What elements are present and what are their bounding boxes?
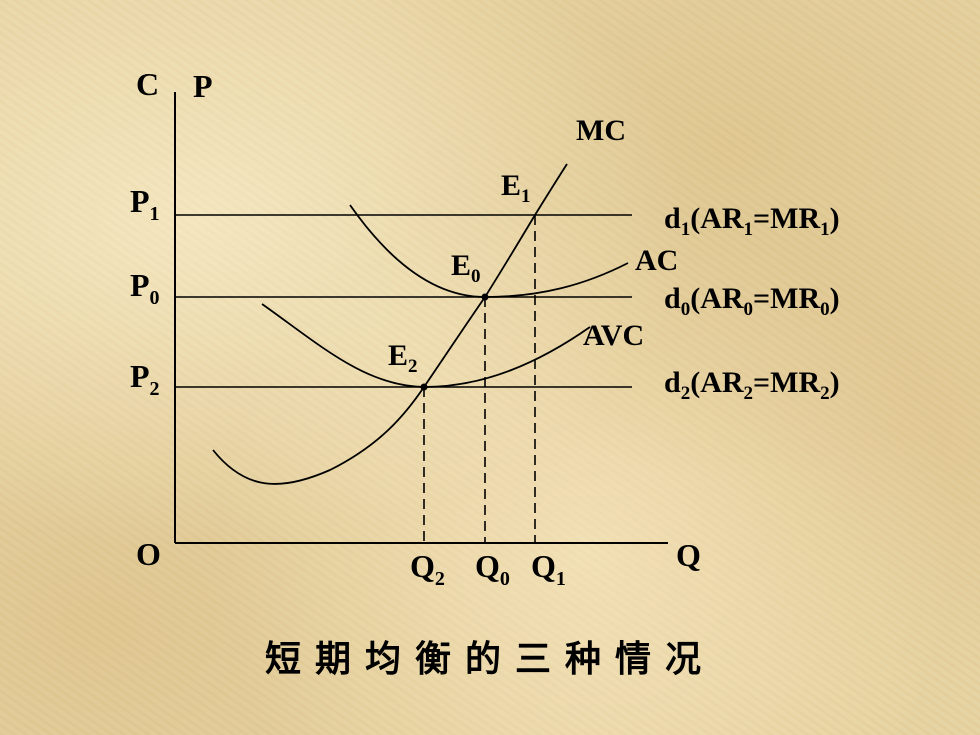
axis-label-p: P bbox=[193, 68, 213, 104]
point-label-e2: E2 bbox=[388, 339, 418, 377]
origin-label: O bbox=[136, 536, 161, 572]
curve-label-mc: MC bbox=[576, 114, 626, 147]
mc-curve bbox=[212, 163, 568, 485]
axis-label-q: Q bbox=[676, 537, 701, 573]
point-label-e0: E0 bbox=[451, 249, 481, 287]
price-label-p0: P0 bbox=[130, 267, 160, 309]
price-label-p1: P1 bbox=[130, 183, 160, 225]
curve-label-ac: AC bbox=[635, 244, 678, 277]
demand-label-d2: d2(AR2=MR2) bbox=[664, 366, 840, 404]
ac-curve bbox=[349, 204, 629, 298]
demand-label-d1: d1(AR1=MR1) bbox=[664, 202, 840, 240]
e0-dot bbox=[481, 293, 489, 301]
demand-label-d0: d0(AR0=MR0) bbox=[664, 282, 840, 320]
caption: 短期均衡的三种情况 bbox=[264, 639, 715, 680]
quantity-label-q0: Q0 bbox=[475, 548, 510, 590]
quantity-label-q1: Q1 bbox=[531, 548, 566, 590]
curve-label-avc: AVC bbox=[583, 319, 644, 352]
avc-curve bbox=[261, 303, 591, 388]
axis-label-c: C bbox=[136, 66, 159, 102]
point-label-e1: E1 bbox=[501, 169, 531, 207]
quantity-label-q2: Q2 bbox=[410, 548, 445, 590]
price-label-p2: P2 bbox=[130, 358, 160, 400]
e2-dot bbox=[420, 383, 428, 391]
